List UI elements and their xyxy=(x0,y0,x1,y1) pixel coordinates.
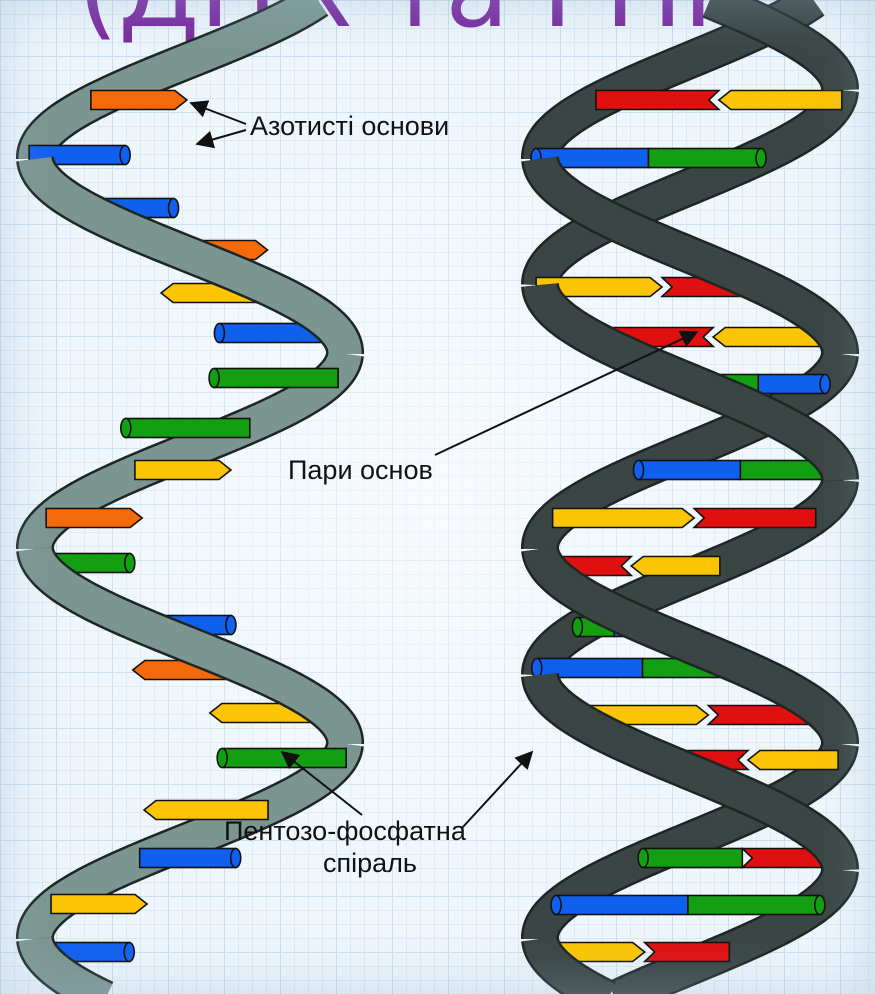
dna-pair-16-left-cap xyxy=(551,896,561,915)
rna-base-10 xyxy=(46,509,142,528)
backbone-arrow-right xyxy=(462,752,532,828)
backbone-label-line2: спіраль xyxy=(323,848,417,879)
rna-base-7-cap xyxy=(209,369,219,388)
dna-pair-9-right xyxy=(631,557,720,576)
bases-arrow-1 xyxy=(191,103,246,124)
dna-pair-8-right xyxy=(694,509,816,528)
dna-pair-10-left-cap xyxy=(572,618,582,637)
rna-base-7 xyxy=(214,369,338,388)
dna-pair-16-left xyxy=(556,896,688,915)
dna-pair-15-left-cap xyxy=(638,849,648,868)
rna-base-12-cap xyxy=(226,616,236,635)
dna-pair-16-right-cap xyxy=(815,896,825,915)
rna-base-8 xyxy=(126,419,250,438)
dna-pair-8-left xyxy=(553,509,695,528)
rna-base-15 xyxy=(222,749,346,768)
rna-base-19-cap xyxy=(124,943,134,962)
dna-pair-6-right-cap xyxy=(820,375,830,394)
rna-base-18 xyxy=(51,895,147,914)
dna-pair-2-right-cap xyxy=(756,149,766,168)
pairs-arrow xyxy=(435,332,697,455)
dna-pair-6-right xyxy=(758,375,825,394)
dna-pair-7-left-cap xyxy=(633,461,643,480)
rna-base-17-cap xyxy=(231,849,241,868)
dna-pair-1-right xyxy=(719,91,842,110)
rna-base-2-cap xyxy=(120,146,130,165)
bases-label: Азотисті основи xyxy=(250,111,449,142)
rna-base-6-cap xyxy=(214,324,224,343)
pairs-label: Пари основ xyxy=(288,455,433,486)
rna-base-17 xyxy=(140,849,236,868)
dna-pair-16-right xyxy=(688,896,820,915)
dna-pair-13-right xyxy=(748,751,838,770)
dna-pair-1-left xyxy=(596,91,719,110)
rna-base-3-cap xyxy=(169,199,179,218)
dna-pair-17-right xyxy=(645,943,730,962)
dna-pair-15-left xyxy=(643,849,742,868)
rna-base-1 xyxy=(91,91,187,110)
dna-pair-11-left-cap xyxy=(532,659,542,678)
rna-base-15-cap xyxy=(217,749,227,768)
dna-pair-2-right xyxy=(649,149,762,168)
rna-base-8-cap xyxy=(121,419,131,438)
dna-pair-7-left xyxy=(638,461,740,480)
rna-base-9 xyxy=(135,461,231,480)
rna-base-11-cap xyxy=(125,554,135,573)
bases-arrow-2 xyxy=(197,130,246,144)
backbone-label-line1: Пентозо-фосфатна xyxy=(224,816,466,847)
